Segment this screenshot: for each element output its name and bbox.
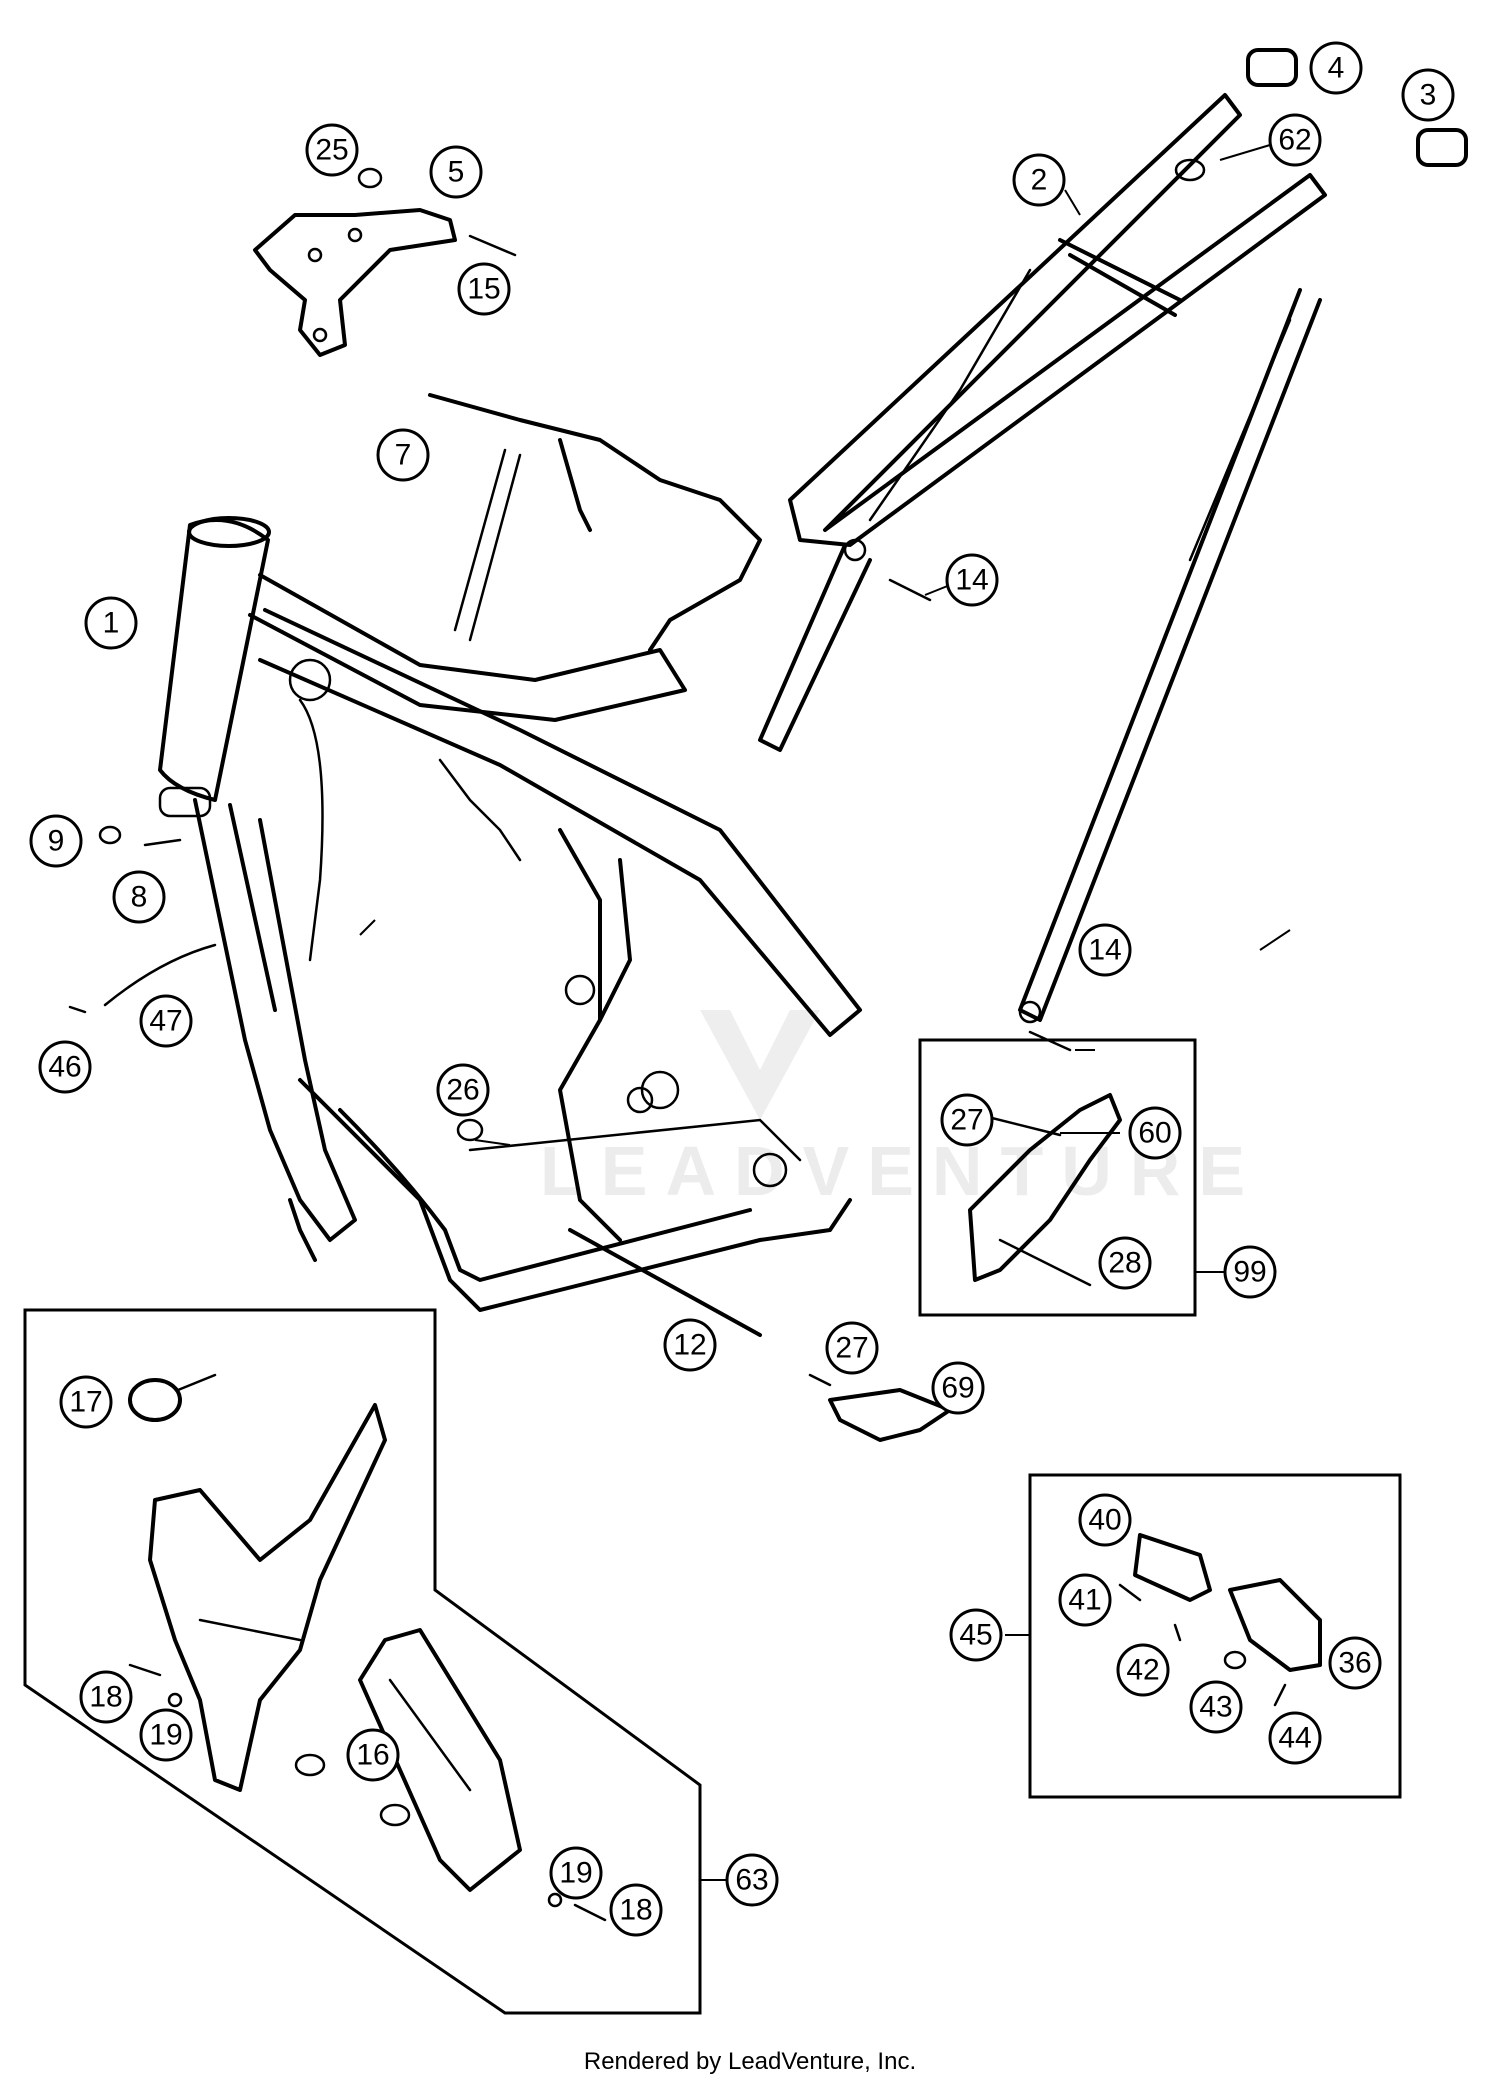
callout-label: 19 [559, 1857, 592, 1890]
callout-label: 44 [1278, 1722, 1311, 1755]
callout-label: 26 [446, 1074, 479, 1107]
callout-14-upper: 14 [945, 553, 999, 607]
callout-28: 28 [1098, 1236, 1152, 1290]
callout-label: 46 [48, 1051, 81, 1084]
callout-label: 16 [356, 1739, 389, 1772]
callout-label: 43 [1199, 1691, 1232, 1724]
callout-19-left: 19 [139, 1708, 193, 1762]
callout-63: 63 [725, 1853, 779, 1907]
callout-label: 4 [1328, 52, 1345, 85]
callout-label: 5 [448, 156, 465, 189]
callout-17: 17 [59, 1375, 113, 1429]
callout-label: 60 [1138, 1117, 1171, 1150]
callout-60: 60 [1128, 1106, 1182, 1160]
callout-9: 9 [29, 814, 83, 868]
callout-62: 62 [1268, 113, 1322, 167]
callout-7: 7 [376, 428, 430, 482]
callout-label: 27 [835, 1332, 868, 1365]
callout-27-lower: 27 [825, 1321, 879, 1375]
callout-8: 8 [112, 870, 166, 924]
footer-credit: Rendered by LeadVenture, Inc. [583, 2048, 917, 2075]
callout-18-right: 18 [609, 1883, 663, 1937]
callout-19-right: 19 [549, 1846, 603, 1900]
callout-44: 44 [1268, 1711, 1322, 1765]
callout-45: 45 [949, 1608, 1003, 1662]
callout-label: 25 [315, 134, 348, 167]
callout-26: 26 [436, 1063, 490, 1117]
leader-lines [359, 144, 1291, 1881]
callout-label: 47 [149, 1005, 182, 1038]
callout-label: 28 [1108, 1247, 1141, 1280]
group-box-63 [23, 1308, 702, 2015]
callout-label: 27 [950, 1104, 983, 1137]
callout-label: 14 [1088, 934, 1121, 967]
watermark-text: LEADVENTURE [540, 1132, 1263, 1210]
callout-18-left: 18 [79, 1670, 133, 1724]
callout-label: 12 [673, 1329, 706, 1362]
callout-label: 2 [1031, 164, 1048, 197]
callout-label: 15 [467, 273, 500, 306]
callout-label: 99 [1233, 1256, 1266, 1289]
callout-15: 15 [457, 262, 511, 316]
callout-label: 14 [955, 564, 988, 597]
callout-label: 18 [619, 1894, 652, 1927]
watermark: LEADVENTURE [540, 1010, 1263, 1210]
callout-3: 3 [1401, 68, 1455, 122]
callout-36: 36 [1328, 1636, 1382, 1690]
callout-label: 63 [735, 1864, 768, 1897]
callout-label: 7 [395, 439, 412, 472]
frame-protector-set[interactable] [128, 1373, 607, 1922]
footpeg-set[interactable] [1118, 1533, 1322, 1707]
main-frame[interactable] [158, 516, 862, 1312]
callout-69: 69 [931, 1361, 985, 1415]
callout-label: 8 [131, 881, 148, 914]
callout-label: 9 [48, 825, 65, 858]
callout-42: 42 [1116, 1643, 1170, 1697]
callout-4: 4 [1309, 41, 1363, 95]
engine-bracket[interactable] [253, 208, 457, 357]
subframe[interactable] [758, 93, 1327, 1024]
group-box-99 [918, 1038, 1197, 1317]
callout-41: 41 [1058, 1573, 1112, 1627]
callout-label: 42 [1126, 1654, 1159, 1687]
callout-label: 18 [89, 1681, 122, 1714]
callout-label: 41 [1068, 1584, 1101, 1617]
callout-25: 25 [305, 123, 359, 177]
callout-40: 40 [1078, 1493, 1132, 1547]
callout-label: 1 [103, 607, 120, 640]
callout-16: 16 [346, 1728, 400, 1782]
callout-5: 5 [429, 145, 483, 199]
callout-12: 12 [663, 1318, 717, 1372]
callout-label: 69 [941, 1372, 974, 1405]
callout-label: 62 [1278, 124, 1311, 157]
callout-label: 36 [1338, 1647, 1371, 1680]
callout-99: 99 [1223, 1245, 1277, 1299]
cable-guide[interactable] [428, 393, 762, 652]
callout-label: 3 [1420, 79, 1437, 112]
callout-14-lower: 14 [1078, 923, 1132, 977]
callout-1: 1 [84, 596, 138, 650]
callout-label: 40 [1088, 1504, 1121, 1537]
callout-43: 43 [1189, 1680, 1243, 1734]
callout-27-upper: 27 [940, 1093, 994, 1147]
callout-label: 17 [69, 1386, 102, 1419]
callout-2: 2 [1012, 153, 1066, 207]
callout-46: 46 [38, 1040, 92, 1094]
callout-47: 47 [139, 994, 193, 1048]
callout-label: 19 [149, 1719, 182, 1752]
callout-label: 45 [959, 1619, 992, 1652]
